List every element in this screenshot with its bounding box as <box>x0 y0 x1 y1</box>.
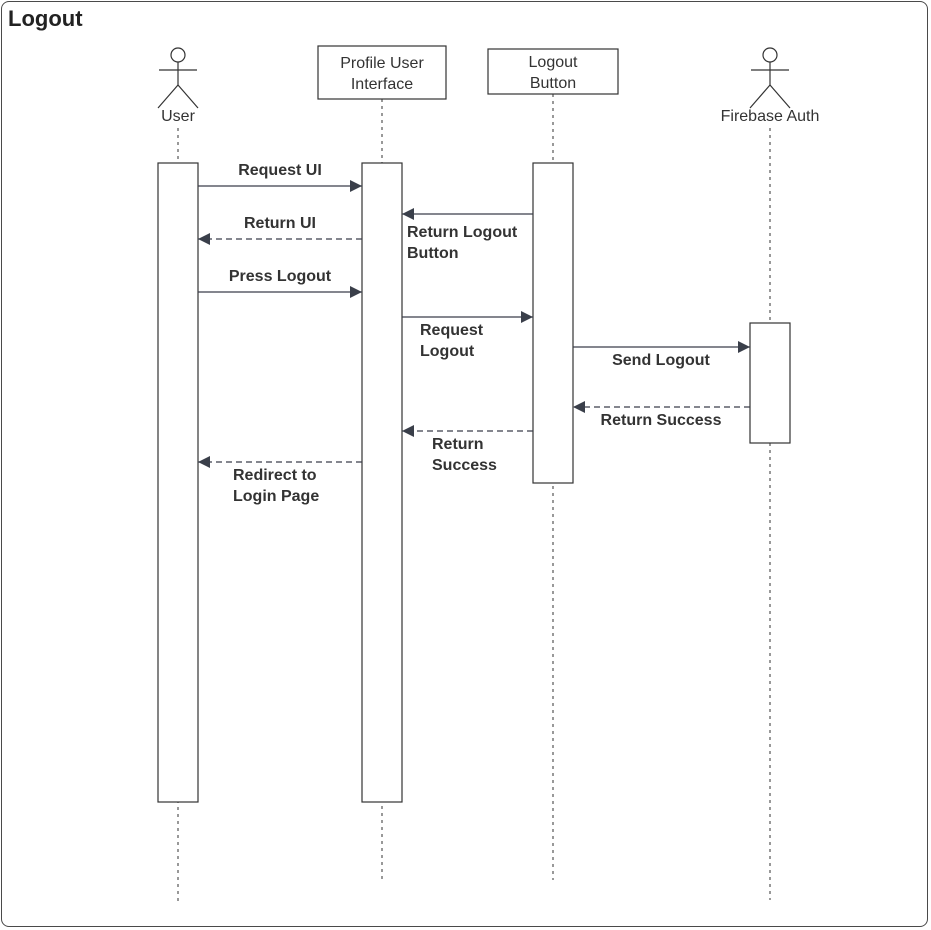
message-label: Success <box>432 457 497 474</box>
message-label: Press Logout <box>229 268 332 285</box>
message-4: Press Logout <box>198 268 362 298</box>
message-6: Send Logout <box>573 341 750 369</box>
participant-label: Profile User <box>340 55 424 72</box>
participant-box <box>487 48 619 95</box>
participant-label: Logout <box>529 54 578 71</box>
participant-label: Button <box>530 75 576 92</box>
participant-box <box>317 45 447 100</box>
activation-auth <box>749 322 791 444</box>
message-7: Return Success <box>573 401 750 429</box>
message-label: Login Page <box>233 488 319 505</box>
message-label: Return <box>432 436 484 453</box>
message-label: Request UI <box>238 162 322 179</box>
actor-icon <box>157 47 199 109</box>
participant-auth: Firebase Auth <box>721 47 820 125</box>
actor-icon <box>749 47 791 109</box>
participant-user: User <box>157 47 199 125</box>
message-label: Return UI <box>244 215 316 232</box>
message-label: Button <box>407 245 459 262</box>
participant-label: Firebase Auth <box>721 108 820 125</box>
message-1: Request UI <box>198 162 362 192</box>
participant-label: Interface <box>351 76 413 93</box>
message-label: Request <box>420 322 484 339</box>
message-label: Send Logout <box>612 352 710 369</box>
activation-ui <box>361 162 403 803</box>
message-2: Return UI <box>198 215 362 245</box>
message-label: Return Success <box>601 412 722 429</box>
activation-user <box>157 162 199 803</box>
activation-btn <box>532 162 574 484</box>
message-label: Logout <box>420 343 475 360</box>
diagram-title: Logout <box>8 6 83 31</box>
message-label: Return Logout <box>407 224 518 241</box>
message-9: Redirect to Login Page <box>198 456 362 505</box>
participant-label: User <box>161 108 195 125</box>
message-label: Redirect to <box>233 467 317 484</box>
